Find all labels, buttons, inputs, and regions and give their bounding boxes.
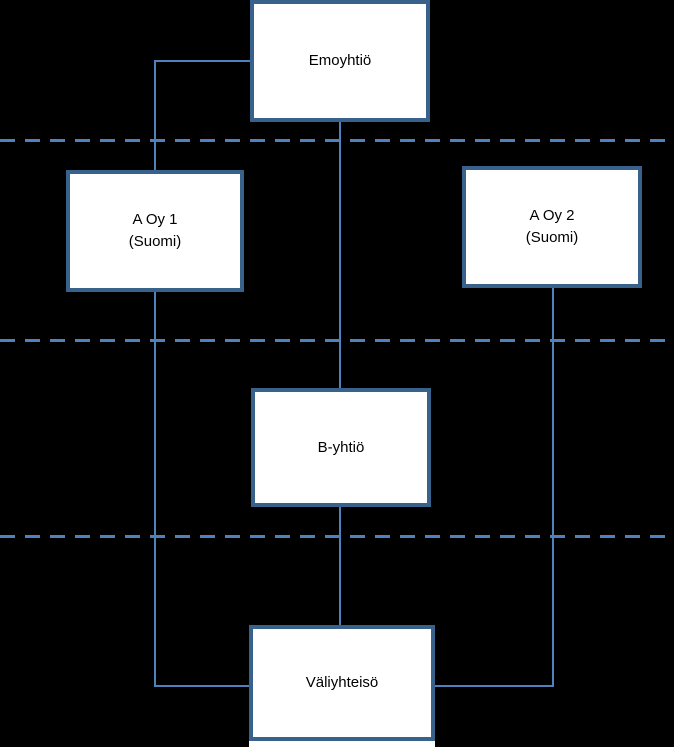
connector-aoy2-to-valiyhteiso-horizontal: [432, 685, 554, 687]
node-a-oy-1-sublabel: (Suomi): [128, 233, 182, 250]
node-valiyhteiso-label: Väliyhteisö: [305, 674, 379, 692]
node-a-oy-2-sublabel: (Suomi): [525, 229, 579, 246]
node-valiyhteiso: Väliyhteisö: [249, 625, 435, 747]
node-a-oy-2-label: A Oy 2: [529, 207, 575, 225]
connector-emoyhtio-to-aoy1-horizontal: [154, 60, 252, 62]
dashed-separator-line-2: [0, 339, 674, 342]
connector-aoy1-to-valiyhteiso-horizontal: [154, 685, 251, 687]
node-a-oy-2: A Oy 2 (Suomi): [462, 166, 642, 288]
node-emoyhtio-label: Emoyhtiö: [308, 52, 372, 70]
node-a-oy-1: A Oy 1 (Suomi): [66, 170, 244, 292]
node-a-oy-1-label: A Oy 1: [132, 211, 178, 229]
dashed-separator-line-1: [0, 139, 674, 142]
connector-aoy1-to-valiyhteiso-vertical: [154, 292, 156, 687]
node-emoyhtio: Emoyhtiö: [250, 0, 430, 122]
connector-aoy2-to-valiyhteiso-vertical: [552, 287, 554, 687]
connector-emoyhtio-to-aoy1-vertical: [154, 60, 156, 170]
dashed-separator-line-3: [0, 535, 674, 538]
connector-byhtio-to-valiyhteiso: [339, 507, 341, 625]
node-b-yhtio: B-yhtiö: [251, 388, 431, 507]
node-valiyhteiso-frame: Väliyhteisö: [249, 625, 435, 741]
connector-emoyhtio-to-byhtio: [339, 122, 341, 388]
node-b-yhtio-label: B-yhtiö: [317, 438, 365, 456]
